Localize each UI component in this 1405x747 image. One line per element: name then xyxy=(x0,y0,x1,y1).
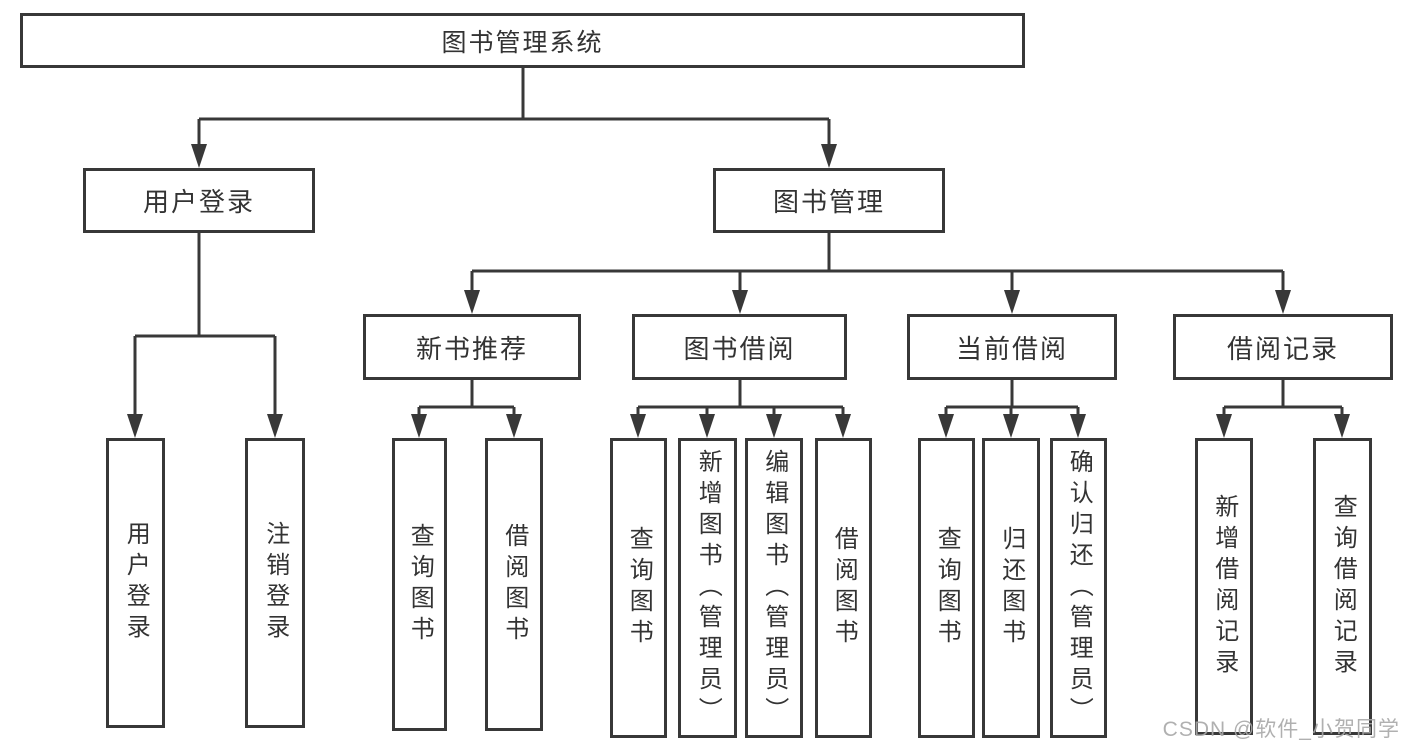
node-library-management-system: 图书管理系统 xyxy=(20,13,1025,68)
arrowheads xyxy=(127,144,1350,438)
node-new-book-recommend: 新书推荐 xyxy=(363,314,581,380)
leaf-user-login: 用户登录 xyxy=(106,438,165,728)
leaf-book-borrow-query: 查询图书 xyxy=(610,438,667,738)
csdn-watermark: CSDN @软件_小贺同学 xyxy=(1162,718,1400,741)
leaf-current-query: 查询图书 xyxy=(918,438,975,738)
leaf-new-books-borrow: 借阅图书 xyxy=(485,438,543,731)
leaf-records-add: 新增借阅记录 xyxy=(1195,438,1253,735)
node-book-management: 图书管理 xyxy=(713,168,945,233)
leaf-book-borrow-borrow: 借阅图书 xyxy=(815,438,872,738)
leaf-book-borrow-edit-admin: 编辑图书（管理员） xyxy=(745,438,803,738)
node-user-login: 用户登录 xyxy=(83,168,315,233)
leaf-new-books-query: 查询图书 xyxy=(392,438,447,731)
leaf-records-query: 查询借阅记录 xyxy=(1313,438,1372,735)
leaf-current-confirm-return-admin: 确认归还（管理员） xyxy=(1050,438,1107,738)
leaf-logout-login: 注销登录 xyxy=(245,438,305,728)
node-borrowing-records: 借阅记录 xyxy=(1173,314,1393,380)
leaf-current-return: 归还图书 xyxy=(982,438,1040,738)
node-book-borrowing: 图书借阅 xyxy=(632,314,847,380)
node-current-borrowing: 当前借阅 xyxy=(907,314,1117,380)
leaf-book-borrow-add-admin: 新增图书（管理员） xyxy=(678,438,737,738)
